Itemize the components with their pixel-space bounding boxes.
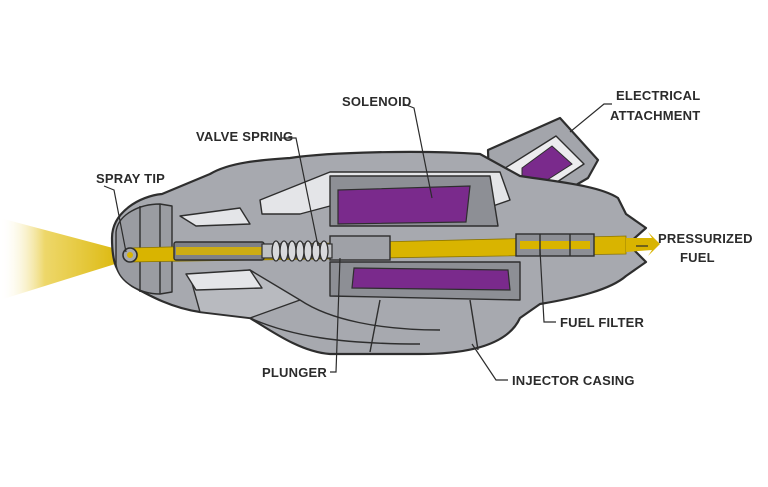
- label-solenoid: SOLENOID: [342, 94, 412, 109]
- valve-spring: [271, 240, 329, 262]
- label-pressurized-fuel-line1: PRESSURIZED: [658, 231, 753, 246]
- label-spray-tip: SPRAY TIP: [96, 171, 165, 186]
- solenoid-coil-lower: [351, 267, 511, 291]
- plunger-body: [329, 235, 391, 261]
- label-plunger: PLUNGER: [262, 365, 327, 380]
- label-fuel-filter: FUEL FILTER: [560, 315, 644, 330]
- fuel-filter: [515, 233, 595, 257]
- fuel-spray: [0, 218, 128, 300]
- pressurized-fuel-arrow: [626, 232, 660, 256]
- label-electrical-attachment-line1: ELECTRICAL: [616, 88, 700, 103]
- label-valve-spring: VALVE SPRING: [196, 129, 293, 144]
- label-injector-casing: INJECTOR CASING: [512, 373, 635, 388]
- solenoid-coil-upper: [337, 185, 471, 225]
- leader-lines: [103, 103, 648, 381]
- label-electrical-attachment-line2: ATTACHMENT: [610, 108, 700, 123]
- label-pressurized-fuel-line2: FUEL: [680, 250, 715, 265]
